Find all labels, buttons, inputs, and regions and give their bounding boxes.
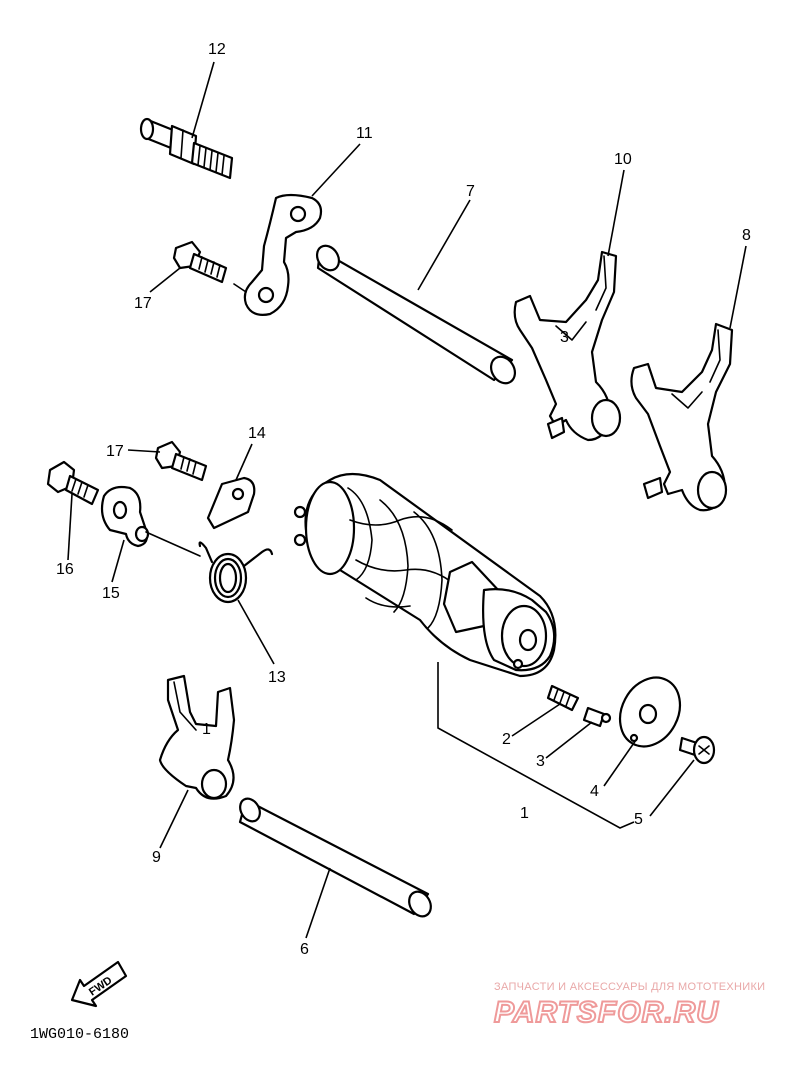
part-3-pin [582,706,612,728]
part-7-shift-fork-shaft [315,244,517,385]
callout-8: 8 [742,227,751,244]
part-6-shift-fork-shaft [238,797,432,918]
callout-14: 14 [248,425,266,442]
callout-17-upper: 17 [134,295,152,312]
callout-6: 6 [300,941,309,958]
part-13-torsion-spring [198,541,274,604]
watermark-brand: PARTSFOR.RU [494,996,719,1029]
part-17-bolt-lower [154,440,208,482]
part-17-bolt-upper [172,240,247,293]
part-12-stud-bolt [139,117,234,180]
callout-4: 4 [590,783,599,800]
callout-numbers: 12 11 7 10 8 17 17 14 16 15 13 2 3 4 1 5… [56,41,751,958]
callout-10: 10 [614,151,632,168]
diagram-code: 1WG010-6180 [30,1026,129,1043]
callout-15: 15 [102,585,120,602]
callout-16: 16 [56,561,74,578]
callout-12: 12 [208,41,226,58]
part-2-pin [546,684,580,712]
part-4-washer-plate [618,676,682,748]
leader-lines [67,61,747,939]
callout-2: 2 [502,731,511,748]
part-16-bolt [46,460,100,506]
callout-3: 3 [536,753,545,770]
part-10-shift-fork: 3 [513,250,622,442]
part-9-shift-fork: 1 [158,674,236,800]
svg-text:1: 1 [202,721,211,738]
watermark-tagline: ЗАПЧАСТИ И АКСЕССУАРЫ ДЛЯ МОТОТЕХНИКИ [494,981,765,993]
part-15-stopper-lever [100,485,201,557]
callout-1: 1 [520,805,529,822]
fwd-arrow: FWD [70,960,128,1008]
part-14-stopper-plate [206,476,256,530]
part-5-screw [678,735,716,765]
callout-17-lower: 17 [106,443,124,460]
part-8-shift-fork [630,322,734,512]
part-11-bracket [243,193,323,316]
callout-9: 9 [152,849,161,866]
callout-5: 5 [634,811,643,828]
callout-13: 13 [268,669,286,686]
watermark: ЗАПЧАСТИ И АКСЕССУАРЫ ДЛЯ МОТОТЕХНИКИ PA… [493,981,765,1030]
part-1-shift-cam [293,472,557,678]
callout-7: 7 [466,183,475,200]
callout-11: 11 [356,125,373,142]
svg-text:3: 3 [560,329,569,346]
